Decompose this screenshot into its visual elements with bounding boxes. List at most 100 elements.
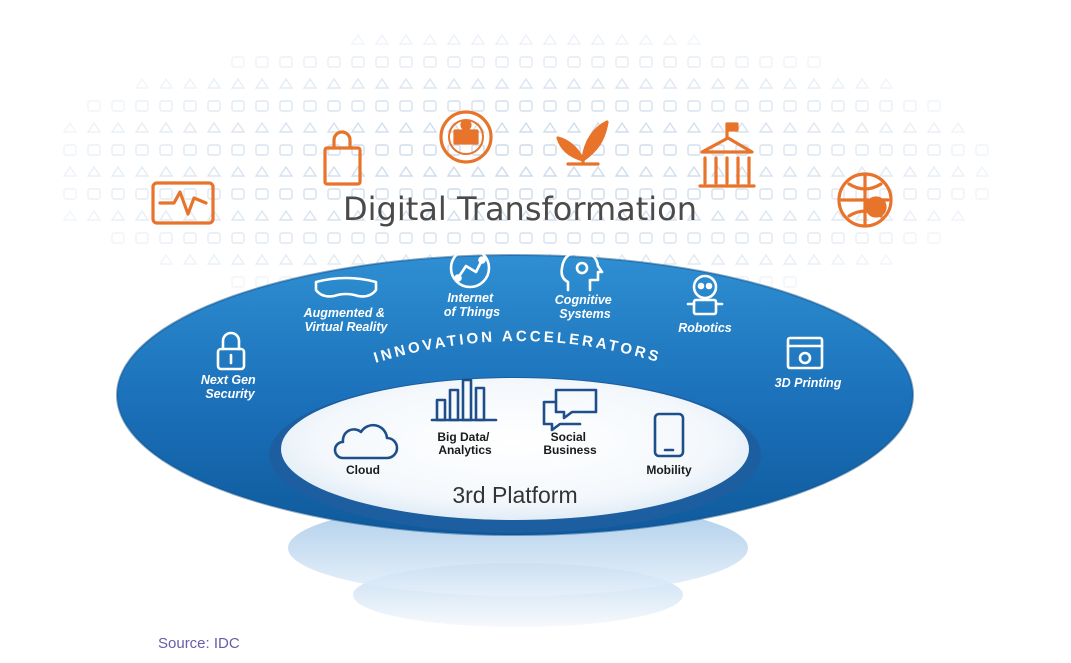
background-pattern-icon: [375, 232, 389, 244]
background-pattern-icon: [591, 100, 605, 112]
background-pattern-icon: [422, 33, 438, 45]
background-pattern-icon: [782, 253, 798, 265]
cloud-icon: [333, 423, 399, 460]
background-pattern-icon: [903, 232, 917, 244]
diagram-title: Digital Transformation: [343, 190, 697, 228]
background-pattern-icon: [518, 33, 534, 45]
background-pattern-icon: [375, 144, 389, 156]
background-pattern-icon: [710, 253, 726, 265]
background-pattern-icon: [566, 77, 582, 89]
background-pattern-icon: [927, 232, 941, 244]
background-pattern-icon: [374, 165, 390, 177]
background-pattern-icon: [567, 56, 581, 68]
background-pattern-icon: [518, 165, 534, 177]
background-pattern-icon: [854, 165, 870, 177]
background-pattern-icon: [279, 144, 293, 156]
platform-social-line1: Social: [551, 430, 586, 444]
background-pattern-icon: [615, 232, 629, 244]
background-pattern-icon: [735, 188, 749, 200]
background-pattern-icon: [422, 209, 438, 221]
background-pattern-icon: [63, 144, 77, 156]
background-pattern-icon: [110, 121, 126, 133]
background-pattern-icon: [326, 77, 342, 89]
background-pattern-icon: [303, 144, 317, 156]
platform-labels: Cloud Big Data/ Analytics Social Busines…: [346, 430, 692, 477]
background-pattern-icon: [663, 232, 677, 244]
background-pattern-icon: [590, 165, 606, 177]
background-pattern-icon: [567, 232, 581, 244]
background-pattern-icon: [543, 188, 557, 200]
background-pattern-icon: [638, 209, 654, 221]
background-pattern-icon: [783, 100, 797, 112]
background-pattern-icon: [734, 253, 750, 265]
background-pattern-icon: [614, 77, 630, 89]
background-pattern-icon: [423, 100, 437, 112]
background-pattern-icon: [398, 77, 414, 89]
background-pattern-icon: [639, 232, 653, 244]
background-pattern-icon: [111, 144, 125, 156]
background-pattern-icon: [974, 165, 990, 177]
background-pattern-icon: [183, 188, 197, 200]
background-pattern-icon: [254, 121, 270, 133]
background-pattern-icon: [207, 100, 221, 112]
background-pattern-icon: [374, 77, 390, 89]
accel-iot-line1: Internet: [447, 291, 494, 305]
mobile-phone-icon: [653, 412, 685, 458]
background-pattern-icon: [735, 56, 749, 68]
background-pattern-icon: [422, 165, 438, 177]
background-pattern-icon: [350, 165, 366, 177]
background-pattern-icon: [687, 188, 701, 200]
background-pattern-icon: [854, 121, 870, 133]
background-pattern-icon: [399, 144, 413, 156]
background-pattern-icon: [494, 33, 510, 45]
background-pattern-icon: [470, 77, 486, 89]
accel-arvr-line2: Virtual Reality: [305, 320, 389, 334]
background-pattern-icon: [806, 253, 822, 265]
background-pattern-icon: [590, 33, 606, 45]
background-pattern-icon: [302, 253, 318, 265]
background-pattern-icon: [878, 121, 894, 133]
background-pattern-icon: [687, 100, 701, 112]
background-pattern-icon: [375, 188, 389, 200]
background-pattern-icon: [614, 121, 630, 133]
background-pattern-icon: [351, 232, 365, 244]
background-pattern-icon: [327, 56, 341, 68]
background-pattern-icon: [62, 165, 78, 177]
background-pattern-icon: [566, 121, 582, 133]
background-pattern-icon: [494, 165, 510, 177]
background-pattern-icon: [446, 33, 462, 45]
background-pattern-icon: [830, 121, 846, 133]
background-pattern-icon: [903, 100, 917, 112]
background-pattern-icon: [854, 253, 870, 265]
background-pattern-icon: [158, 209, 174, 221]
background-pattern-icon: [662, 165, 678, 177]
background-pattern-icon: [302, 121, 318, 133]
background-pattern-icon: [806, 77, 822, 89]
background-pattern-icon: [158, 253, 174, 265]
background-pattern-icon: [182, 165, 198, 177]
background-pattern-icon: [135, 232, 149, 244]
background-pattern-icon: [686, 165, 702, 177]
background-pattern-icon: [878, 165, 894, 177]
background-pattern-icon: [759, 232, 773, 244]
background-pattern-icon: [543, 56, 557, 68]
background-pattern-icon: [759, 144, 773, 156]
background-pattern-icon: [111, 188, 125, 200]
background-pattern-icon: [254, 209, 270, 221]
background-pattern-icon: [686, 253, 702, 265]
background-pattern-icon: [422, 77, 438, 89]
background-pattern-icon: [446, 165, 462, 177]
background-pattern-icon: [927, 144, 941, 156]
background-pattern-icon: [255, 56, 269, 68]
background-pattern-icon: [542, 121, 558, 133]
innovation-ring-rim: [116, 254, 914, 536]
background-pattern-icon: [543, 100, 557, 112]
background-pattern-icon: [86, 121, 102, 133]
background-pattern-icon: [183, 144, 197, 156]
background-pattern-icon: [855, 144, 869, 156]
background-pattern-icon: [302, 209, 318, 221]
background-pattern-icon: [447, 56, 461, 68]
background-pattern-icon: [350, 253, 366, 265]
background-pattern-icon: [303, 232, 317, 244]
background-pattern-icon: [351, 56, 365, 68]
